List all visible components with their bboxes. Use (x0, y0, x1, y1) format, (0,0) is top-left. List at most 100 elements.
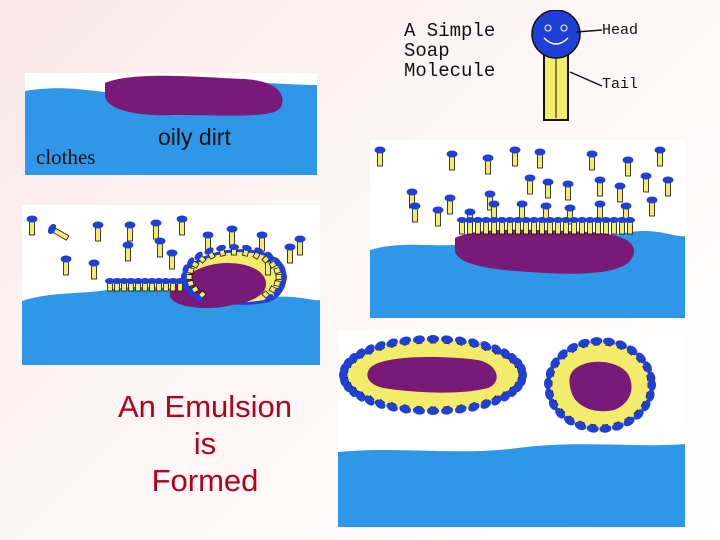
soap-molecule (446, 150, 458, 171)
soap-molecule (481, 217, 491, 235)
soap-molecule (614, 182, 626, 203)
soap-molecule (625, 217, 635, 235)
soap-molecule (482, 154, 494, 175)
soap-molecule (633, 409, 644, 420)
soap-molecule (615, 340, 627, 351)
panel-emulsion (338, 330, 685, 527)
soap-molecule (412, 335, 425, 345)
soap-molecule (261, 290, 274, 303)
soap-molecule (594, 200, 606, 221)
soap-molecule (524, 174, 536, 195)
head-label: Head (602, 22, 639, 39)
soap-molecule (509, 146, 521, 167)
soap-molecule (577, 217, 587, 235)
soap-molecule (124, 221, 136, 242)
soap-molecule (441, 405, 454, 415)
soap-molecule (553, 217, 563, 235)
soap-molecule (409, 202, 421, 223)
soap-molecule (204, 247, 216, 260)
soap-molecule (513, 217, 523, 235)
soap-molecule (550, 357, 561, 369)
soap-molecule (611, 421, 624, 431)
soap-molecule (497, 217, 507, 235)
soap-molecule (569, 217, 579, 235)
soap-molecule (500, 390, 511, 402)
soap-molecule (147, 278, 157, 292)
soap-molecule (505, 217, 515, 235)
soap-molecule (133, 278, 143, 292)
soap-molecule (578, 338, 590, 349)
soap-molecule (216, 244, 227, 257)
oily-dirt-blob (455, 229, 635, 274)
soap-molecule (480, 341, 492, 352)
soap-molecule (640, 400, 651, 412)
soap-molecule (545, 366, 556, 379)
soap-molecule (444, 194, 456, 215)
soap-molecule (586, 423, 599, 433)
soap-molecule (500, 348, 511, 360)
panel-soap-attaching (370, 140, 685, 318)
tail-pointer (569, 71, 603, 87)
soap-molecule (473, 217, 483, 235)
caption-line-2: is (193, 426, 217, 462)
soap-molecule (623, 416, 635, 427)
soap-molecule (399, 404, 412, 414)
soap-molecule (561, 217, 571, 235)
water-cloth (22, 286, 320, 365)
soap-molecule (562, 180, 574, 201)
soap-molecule (521, 217, 531, 235)
soap-molecule (542, 178, 554, 199)
soap-molecule (617, 217, 627, 235)
soap-molecule (194, 290, 207, 303)
soap-molecule (182, 279, 195, 290)
soap-molecule (574, 420, 587, 431)
soap-molecule (480, 398, 492, 409)
soap-molecule (374, 341, 386, 352)
soap-molecule (601, 217, 611, 235)
soap-molecule (646, 371, 656, 384)
soap-molecule (161, 278, 171, 292)
tail-label: Tail (602, 76, 639, 93)
molecule-head (531, 10, 581, 59)
soap-molecule (599, 424, 612, 433)
soap-molecule (273, 264, 286, 275)
soap-molecule (399, 336, 412, 346)
soap-molecule (294, 235, 306, 256)
micelle-2-dirt (569, 361, 632, 412)
soap-molecule (491, 395, 502, 406)
micelle-1-dirt (367, 357, 497, 393)
soap-molecule (662, 176, 674, 197)
head-pointer (575, 29, 603, 33)
soap-molecule (364, 344, 375, 355)
panel-2-svg (370, 146, 685, 318)
soap-molecule (112, 278, 122, 292)
soap-molecule (441, 335, 454, 345)
soap-molecule (564, 415, 575, 426)
soap-molecule (154, 278, 164, 292)
soap-molecule (105, 278, 115, 292)
soap-molecule (92, 221, 104, 242)
soap-molecule (427, 335, 439, 344)
soap-molecule (226, 225, 238, 246)
soap-molecule (593, 217, 603, 235)
soap-molecule (585, 217, 595, 235)
molecule-svg (531, 10, 603, 121)
soap-molecule (555, 408, 566, 419)
soap-molecule (166, 249, 178, 270)
soap-molecule (654, 146, 666, 167)
soap-molecule (603, 337, 615, 347)
soap-molecule (275, 272, 287, 282)
soap-molecule (182, 264, 195, 275)
soap-molecule (150, 219, 162, 240)
soap-molecule (252, 247, 264, 260)
molecule-title-line3: Molecule (404, 60, 496, 82)
panel-dirt-lifting (22, 205, 320, 365)
soap-molecule (168, 278, 178, 292)
soap-molecule (545, 388, 555, 401)
soap-molecule (364, 395, 375, 406)
water-cloth (338, 444, 685, 527)
soap-molecule (273, 279, 286, 290)
soap-molecule (187, 285, 200, 297)
soap-molecule (534, 148, 546, 169)
soap-molecule (412, 405, 425, 415)
